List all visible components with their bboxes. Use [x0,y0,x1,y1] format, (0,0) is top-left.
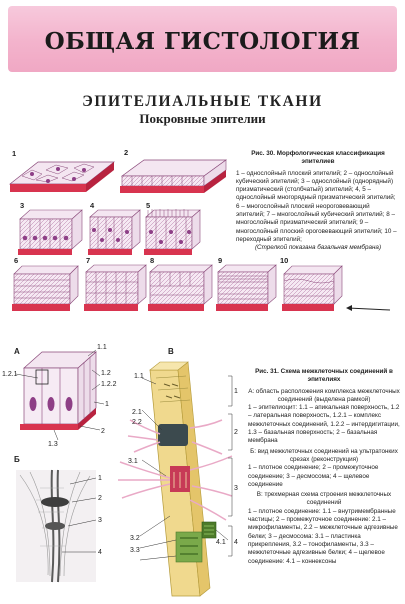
fig31-a-label: 1 [105,401,109,408]
fig31-a-label: 1.3 [48,441,58,448]
fig30-number: 8 [150,256,154,265]
fig30-number: 5 [146,201,150,210]
fig30-title: Рис. 30. Морфологическая классификация э… [251,150,385,166]
fig31-b-label: 3 [98,517,102,524]
fig30-number: 4 [90,201,95,210]
fig30-panel-10 [282,265,391,311]
fig31-b-label: 4 [98,549,102,556]
fig30-number: 10 [280,256,288,265]
fig30-number: 9 [218,256,222,265]
fig30-panel-3 [18,209,83,255]
fig31-b-label: 1 [98,475,102,482]
fig30-panel-4 [88,209,141,255]
fig31-letter-a: А [14,347,20,356]
fig31-a-heading: А: область расположения комплекса межкле… [248,387,400,403]
fig31-letter-c: В [168,347,174,356]
fig30-panel-5 [144,209,201,255]
fig31-c-label: 2.1 [132,409,142,416]
fig31-c-label: 3.1 [128,458,138,465]
fig31-c-body: 1 – плотное соединение: 1.1 – внутримемб… [248,507,398,565]
fig31-c-label: 2 [234,429,238,436]
fig31-b-heading: Б: вид межклеточных соединений на ультра… [250,447,398,463]
fig30-number: 1 [12,149,16,158]
fig30-number: 3 [20,201,24,210]
fig31-caption: Рис. 31. Схема межклеточных соединений в… [248,368,400,566]
page-title: ОБЩАЯ ГИСТОЛОГИЯ [44,28,361,55]
fig30-number: 7 [86,256,90,265]
fig31-c-3d-junctions [118,361,233,597]
fig31-a-label: 1.2.1 [2,371,18,378]
fig31-c-label: 1 [234,388,238,395]
fig30-body: 1 – однослойный плоский эпителий; 2 – од… [236,169,397,243]
fig31-a-label: 2 [101,428,105,435]
fig30-panel-9 [216,264,277,311]
fig31-c-label: 3.3 [130,547,140,554]
fig30-panel-7 [84,264,147,311]
fig31-c-label: 2.2 [132,419,142,426]
basement-membrane-arrow-icon [346,305,352,311]
header-banner [8,6,397,72]
fig30-caption: Рис. 30. Морфологическая классификация э… [236,150,400,253]
fig31-c-label: 4 [234,539,238,546]
fig30-number: 6 [14,256,18,265]
fig31-a-label: 1.2 [101,370,111,377]
fig31-b-ultrathin-section [16,469,96,583]
fig31-c-heading: В: трехмерная схема строения межклеточны… [256,491,392,507]
fig31-c-label: 3.2 [130,535,140,542]
fig31-a-body: 1 – эпителиоцит: 1.1 – апикальная поверх… [248,404,400,445]
fig30-panel-6 [12,265,79,311]
fig31-c-label: 1.1 [134,373,144,380]
fig31-c-label: 3 [234,485,238,492]
fig30-panel-1 [8,161,116,192]
fig31-a-epithelium-block [20,351,97,430]
fig31-b-body: 1 – плотное соединение; 2 – промежуточно… [248,464,379,488]
section-title: ЭПИТЕЛИАЛЬНЫЕ ТКАНИ [82,93,323,110]
fig31-c-label: 4.1 [216,539,226,546]
fig30-panel-2 [120,159,228,193]
fig31-letter-b: Б [14,455,20,464]
fig30-panel-8 [148,264,213,311]
fig31-title: Рис. 31. Схема межклеточных соединений в… [255,368,393,384]
fig31-a-label: 1.2.2 [101,381,117,388]
junction-frame [35,369,49,385]
fig31-b-label: 2 [98,495,102,502]
fig31-a-label: 1.1 [97,344,107,351]
fig30-number: 2 [124,148,128,157]
fig30-note: (Стрелкой показана базальная мембрана) [254,244,382,252]
section-subtitle: Покровные эпителии [139,111,266,126]
